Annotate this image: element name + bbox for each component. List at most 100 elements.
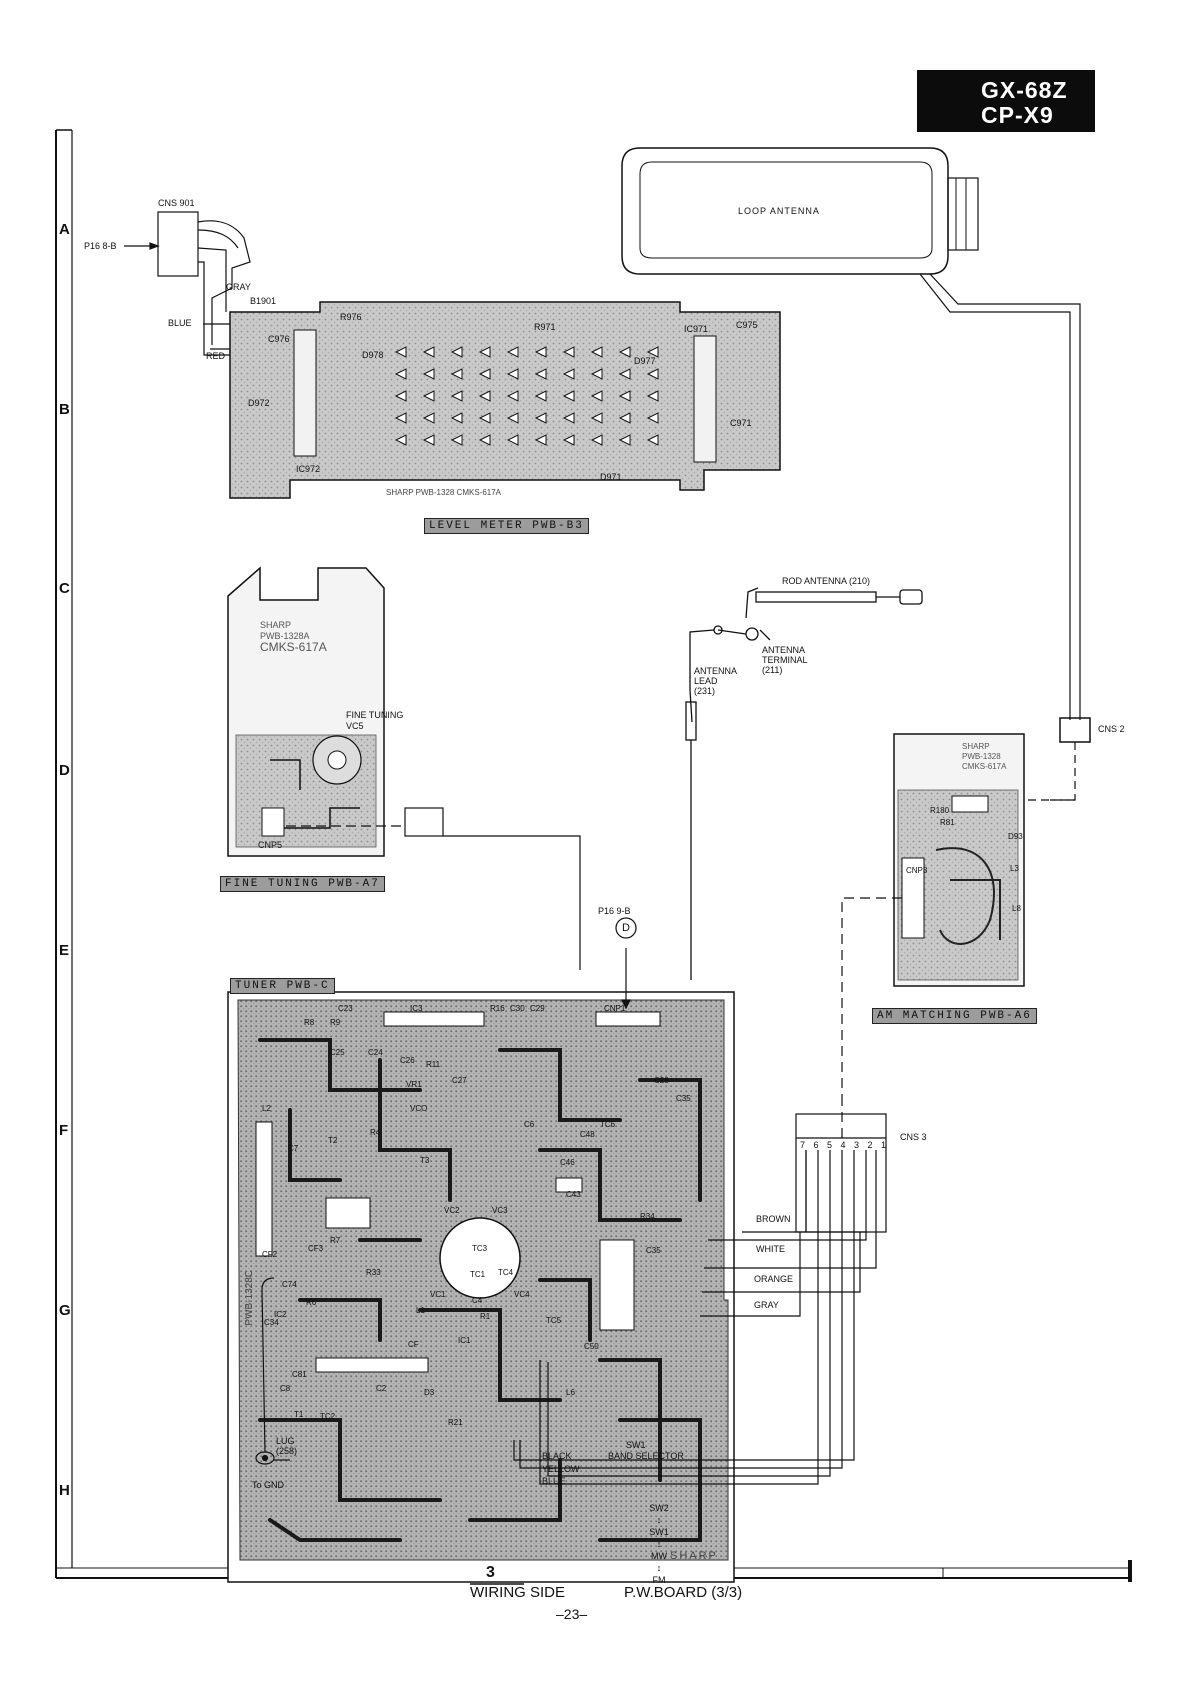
tuner-part-label: CF (408, 1340, 419, 1349)
tuner-part-label: C34 (264, 1318, 279, 1327)
tuner-part-label: TC2 (320, 1412, 336, 1421)
fine-tuning-silk-line-3: CMKS-617A (260, 640, 327, 654)
led-diode (646, 368, 659, 380)
r971-label: R971 (534, 322, 556, 332)
tuner-part-label: R8 (304, 1018, 315, 1027)
led-diode (450, 412, 463, 424)
led-diode (590, 390, 603, 402)
pwb1328c-silkscreen: PWB-1328C (244, 1270, 255, 1326)
gray-wire-label: GRAY (226, 282, 251, 292)
row-label-d: D (59, 762, 70, 779)
tuner-part-label: T3 (420, 1156, 430, 1165)
tuner-part-label: R9 (330, 1018, 341, 1027)
led-diode (534, 412, 547, 424)
cns3-label: CNS 3 (900, 1132, 927, 1142)
tuner-part-label: TC1 (470, 1270, 486, 1279)
pcb-trace (378, 1058, 452, 1202)
led-diode (618, 368, 631, 380)
led-diode (450, 434, 463, 446)
pcb-trace (598, 1418, 702, 1542)
pw-board-label: P.W.BOARD (3/3) (624, 1584, 743, 1601)
led-diode (534, 346, 547, 358)
tuner-part-label: IC2 (274, 1310, 287, 1319)
row-label-f: F (59, 1122, 69, 1139)
am-silk-line-3: CMKS-617A (962, 762, 1007, 771)
am-matching-board-label: AM MATCHING PWB-A6 (872, 1008, 1037, 1024)
d971-label: D971 (600, 472, 622, 482)
row-label-b: B (59, 401, 70, 418)
wire-gray-label: GRAY (754, 1300, 779, 1310)
tuner-part-label: R6 (306, 1298, 317, 1307)
led-diode (478, 412, 491, 424)
blue-wire-label-2: BLUE (542, 1476, 566, 1486)
fine-tuning-silk-line-1: SHARP (260, 620, 292, 630)
led-diode (562, 434, 575, 446)
antenna-terminal-line-1: ANTENNA (762, 645, 806, 655)
antenna-lead-line-2: LEAD (694, 676, 718, 686)
row-label-h: H (59, 1482, 70, 1499)
switch-chain-mw: MW (651, 1551, 667, 1561)
switch-chain: SW2 ↕ SW1 ↕ MW ↕ FM (644, 1502, 674, 1586)
row-label-e: E (59, 942, 70, 959)
tuner-part-label: C28 (654, 1076, 669, 1085)
am-matching-silkscreen: SHARP PWB-1328 CMKS-617A (962, 742, 1006, 772)
tuner-board-label: TUNER PWB-C (230, 978, 335, 994)
model-badge: GX-68Z CP-X9 (917, 70, 1095, 132)
antenna-terminal-line-3: (211) (762, 665, 783, 675)
led-diode (394, 368, 407, 380)
led-diode (534, 434, 547, 446)
tuner-part-label: C35 (676, 1094, 691, 1103)
am-part-label: L8 (1012, 904, 1021, 913)
tuner-part-label: C46 (560, 1158, 575, 1167)
cns3-connector (513, 917, 887, 1485)
tuner-part-label: C25 (330, 1048, 345, 1057)
led-diode (450, 368, 463, 380)
led-diode (478, 368, 491, 380)
ic972-label: IC972 (296, 464, 321, 474)
loop-antenna-label: LOOP ANTENNA (738, 206, 820, 216)
led-diode (618, 390, 631, 402)
c975-label: C975 (736, 320, 758, 330)
c976-label: C976 (268, 334, 290, 344)
antenna-lead-line-3: (231) (694, 686, 716, 696)
tuner-part-label: R33 (366, 1268, 381, 1277)
antenna-lead-label: ANTENNA LEAD (231) (694, 666, 737, 696)
tuner-part-label: VC1 (430, 1290, 446, 1299)
led-diode (646, 390, 659, 402)
am-part-label: R81 (940, 818, 955, 827)
tuner-part-label: L6 (566, 1388, 575, 1397)
p16-9b-label: P16 9-B (598, 906, 631, 916)
led-diode (646, 346, 659, 358)
pcb-trace (298, 1298, 382, 1342)
cnp3-wire (841, 897, 902, 1100)
tuner-part-label: IC3 (410, 1004, 423, 1013)
tuner-part-label: VC3 (492, 1206, 508, 1215)
tuner-part-label: C29 (530, 1004, 545, 1013)
pcb-trace (498, 1048, 622, 1122)
led-diode (618, 346, 631, 358)
led-diode (478, 390, 491, 402)
cns901-label: CNS 901 (158, 198, 195, 208)
led-diode (394, 390, 407, 402)
model-line-1: GX-68Z (981, 77, 1068, 103)
tuner-part-label: CNP1 (604, 1004, 626, 1013)
lug-line-1: LUG (276, 1436, 295, 1446)
led-diode (506, 434, 519, 446)
wire-white-label: WHITE (756, 1244, 785, 1254)
tuner-part-label: R16 (490, 1004, 505, 1013)
tuner-part-label: C74 (282, 1280, 297, 1289)
led-diode (562, 412, 575, 424)
p16-8b-label: P16 8-B (84, 241, 117, 251)
lug (255, 1277, 290, 1465)
led-diode (478, 434, 491, 446)
tuner-part-label: R21 (448, 1418, 463, 1427)
d977-label: D977 (634, 356, 656, 366)
pcb-trace (268, 1518, 402, 1542)
am-silk-line-2: PWB-1328 (962, 752, 1001, 761)
fine-tuning-silk-line-2: PWB-1328A (260, 631, 310, 641)
tuner-part-label: TC5 (546, 1316, 562, 1325)
pcb-trace (538, 1278, 592, 1342)
cns2-label: CNS 2 (1098, 724, 1125, 734)
led-diode (422, 368, 435, 380)
led-diode (618, 412, 631, 424)
